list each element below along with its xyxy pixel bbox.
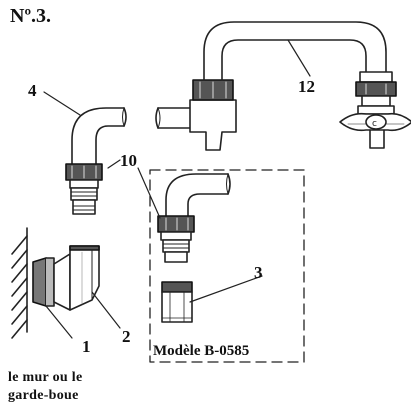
model-box-outline bbox=[149, 169, 305, 363]
leader-12 bbox=[287, 39, 311, 77]
part-2-cone-adapter bbox=[53, 245, 100, 311]
callout-2: 2 bbox=[122, 327, 131, 346]
svg-text:c: c bbox=[372, 119, 377, 129]
wall-hatching bbox=[11, 227, 28, 339]
leader-10b bbox=[137, 167, 161, 219]
part-1-wall-flange bbox=[32, 257, 55, 307]
leader-1 bbox=[45, 305, 73, 339]
wall-label-line1: le mur ou le bbox=[8, 370, 83, 385]
callout-3: 3 bbox=[254, 263, 263, 282]
part-3-threaded-adapter bbox=[161, 281, 193, 323]
part-10-box-elbow bbox=[157, 173, 231, 263]
figure-title: Nº.3. bbox=[10, 5, 52, 27]
leader-3 bbox=[189, 275, 263, 303]
part-12-u-pipe: c bbox=[189, 21, 411, 151]
leader-10a bbox=[107, 159, 121, 169]
part-4-left-elbow bbox=[65, 107, 127, 215]
callout-12: 12 bbox=[298, 77, 315, 96]
callout-10: 10 bbox=[120, 151, 137, 170]
leader-lines bbox=[43, 39, 311, 339]
wall-label-line2: garde-boue bbox=[8, 388, 79, 403]
leader-4 bbox=[43, 91, 81, 116]
leader-2 bbox=[91, 291, 121, 329]
callout-4: 4 bbox=[28, 81, 37, 100]
pipe-stub bbox=[155, 107, 191, 129]
callout-1: 1 bbox=[82, 337, 91, 356]
model-label: Modèle B-0585 bbox=[152, 343, 251, 359]
